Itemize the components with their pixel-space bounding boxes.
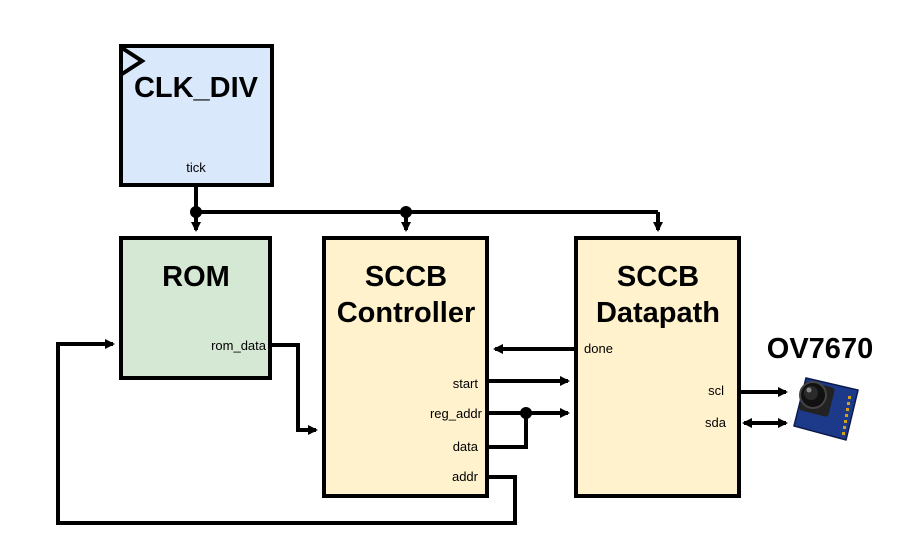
port-reg-addr: reg_addr [430, 406, 483, 421]
junction-dot [400, 206, 412, 218]
tick-bus [190, 187, 663, 232]
port-sda: sda [705, 415, 727, 430]
ov7670-camera-icon [793, 377, 859, 441]
datapath-title-line1: SCCB [617, 261, 699, 293]
datapath-box [574, 236, 741, 498]
clk-div-box [119, 44, 274, 187]
port-start: start [453, 376, 479, 391]
rom-box [119, 236, 272, 380]
junction-dot [190, 206, 202, 218]
clk-div-block: CLK_DIV tick [119, 44, 274, 187]
rom-block: ROM rom_data [119, 236, 272, 380]
controller-box [322, 236, 489, 498]
clock-triangle-icon [120, 46, 146, 76]
port-done: done [584, 341, 613, 356]
datapath-title-line2: Datapath [596, 297, 720, 329]
camera-label: OV7670 [767, 333, 873, 365]
clk-div-title: CLK_DIV [134, 72, 259, 104]
sccb-datapath-block: SCCB Datapath done scl sda [574, 236, 741, 498]
port-data: data [453, 439, 479, 454]
rom-data-wire [272, 343, 318, 435]
port-rom-data: rom_data [211, 338, 267, 353]
port-scl: scl [708, 383, 724, 398]
controller-title-line2: Controller [337, 297, 476, 329]
addr-loop-wire [56, 339, 517, 525]
port-tick: tick [186, 160, 206, 175]
controller-title-line1: SCCB [365, 261, 447, 293]
port-addr: addr [452, 469, 479, 484]
junction-dot [520, 407, 532, 419]
data-wire [489, 413, 528, 449]
rom-title: ROM [162, 261, 230, 293]
sccb-controller-block: SCCB Controller start reg_addr data addr [322, 236, 489, 498]
